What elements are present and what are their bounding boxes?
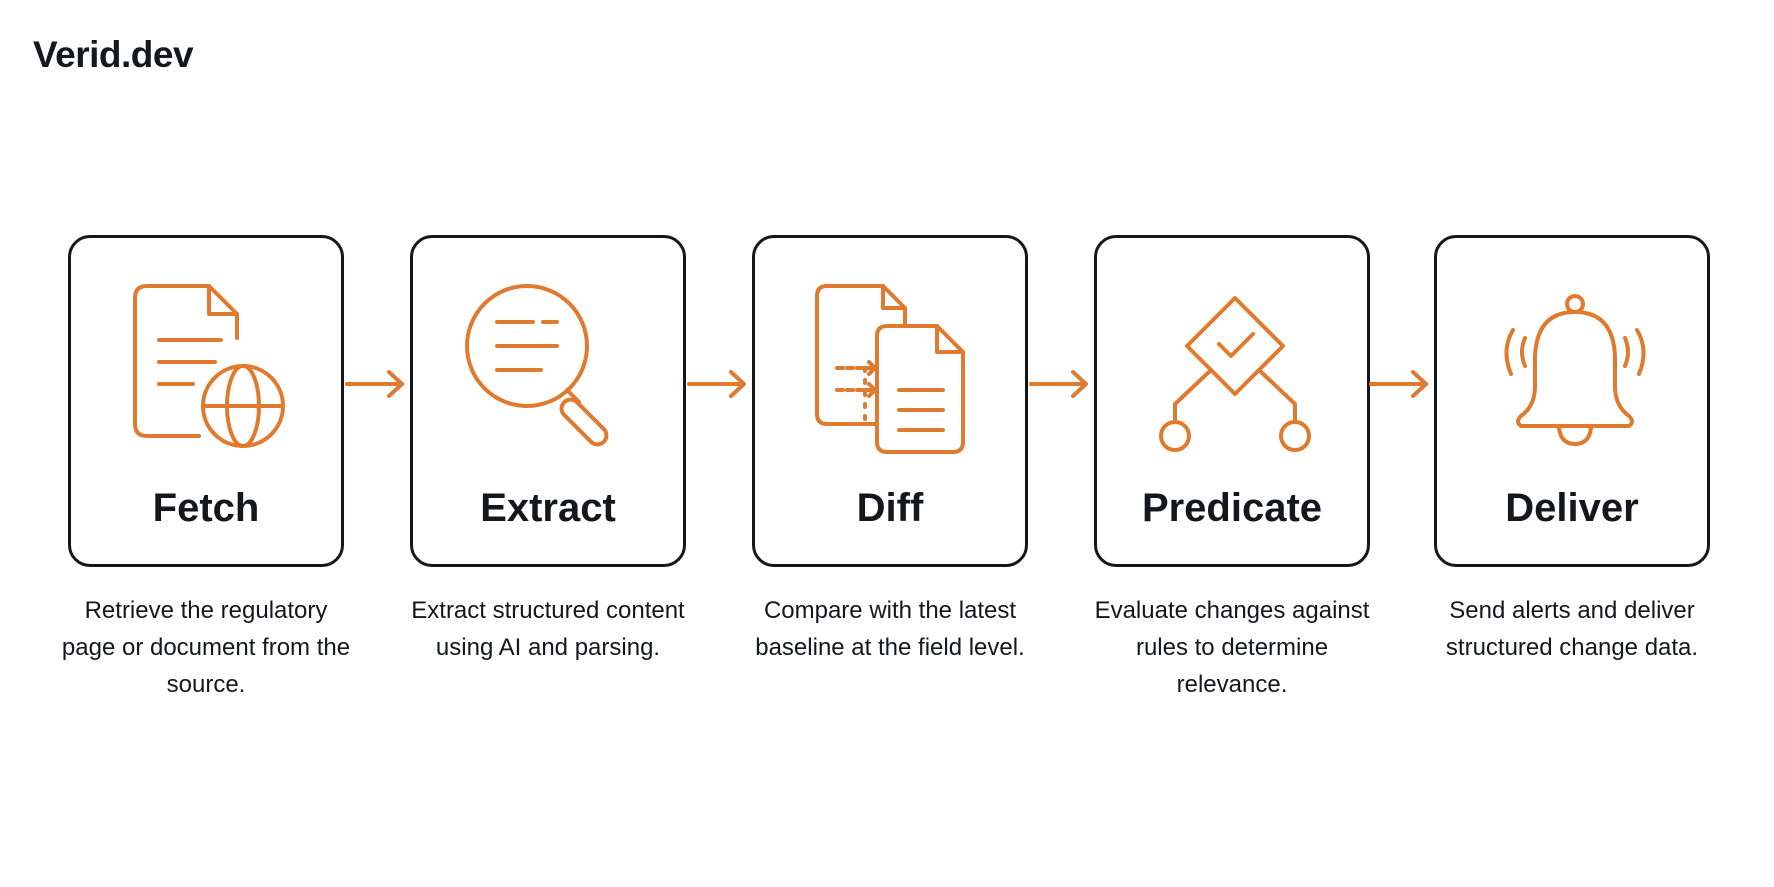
step-description: Retrieve the regulatory page or document… (61, 597, 351, 698)
document-globe-icon (119, 278, 299, 458)
step-description: Evaluate changes against rules to determ… (1094, 597, 1370, 698)
decision-branch-icon (1145, 278, 1325, 458)
arrow-right-icon (1029, 364, 1091, 404)
step-title: Deliver (1505, 486, 1639, 530)
step-description: Send alerts and deliver structured chang… (1445, 597, 1699, 661)
step-title: Predicate (1141, 486, 1323, 530)
brand-logo: Verid.dev (33, 34, 194, 75)
step-card-diff: Diff (752, 235, 1028, 567)
step-title: Fetch (152, 486, 260, 530)
step-description: Compare with the latest baseline at the … (755, 597, 1025, 661)
bell-alert-icon (1485, 278, 1665, 458)
step-card-predicate: Predicate (1094, 235, 1370, 567)
step-card-extract: Extract (410, 235, 686, 567)
arrow-right-icon (345, 364, 407, 404)
document-compare-icon (803, 278, 983, 458)
step-description: Extract structured content using AI and … (411, 597, 685, 661)
step-title: Diff (856, 486, 924, 530)
step-card-deliver: Deliver (1434, 235, 1710, 567)
arrow-right-icon (687, 364, 749, 404)
step-title: Extract (480, 486, 616, 530)
magnifier-text-icon (461, 278, 641, 458)
step-card-fetch: Fetch (68, 235, 344, 567)
arrow-right-icon (1369, 364, 1431, 404)
